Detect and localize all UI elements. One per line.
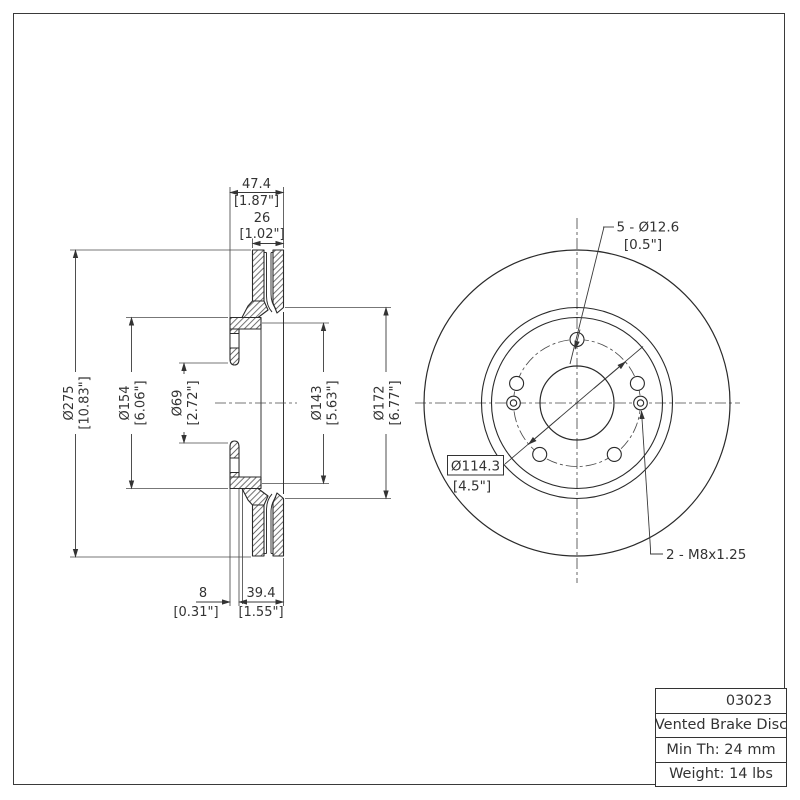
plate-hat-transition-upper: [241, 300, 269, 319]
section-dim-labels: 47.4 [1.87"] 26 [1.02"] 8 [0.31"] 39.4 […: [62, 177, 403, 620]
title-block-min-thickness: Min Th: 24 mm: [656, 737, 786, 762]
outboard-plate-upper: [251, 249, 265, 302]
title-block-weight: Weight: 14 lbs: [656, 761, 786, 787]
bcd-label-box: [447, 455, 504, 476]
title-block: 03023 Vented Brake Disc Min Th: 24 mm We…: [655, 688, 787, 787]
bcd-inch-label: [4.5"]: [453, 479, 491, 495]
front-view: 5 - Ø12.6 [0.5"] Ø114.3 [4.5"] 2 - M8x1.…: [415, 218, 746, 583]
stud-holes: [229, 333, 240, 473]
thread-holes: [506, 395, 648, 411]
outboard-plate-lower: [251, 504, 265, 557]
title-block-part-number: 03023: [725, 692, 772, 709]
inboard-plate-lower: [272, 492, 285, 557]
drawing-border: [13, 13, 785, 785]
dim-bore-mm: Ø69: [171, 390, 186, 417]
bolt-holes-inch-label: [0.5"]: [624, 237, 662, 253]
dim-thickness-mm: 26: [254, 211, 271, 226]
hat-flange-upper: [229, 316, 262, 330]
bolt-holes-label: 5 - Ø12.6: [617, 220, 680, 236]
dim-thickness-in: [1.02"]: [239, 227, 284, 242]
dim-offset-in: [1.55"]: [238, 605, 283, 620]
dim-inner-mm: Ø172: [373, 385, 388, 420]
bcd-label: Ø114.3: [451, 459, 500, 475]
plate-hat-transition-lower: [241, 487, 269, 506]
dim-width-in: [1.87"]: [234, 194, 279, 209]
dim-wall-mm: 8: [199, 586, 207, 601]
dim-bore-in: [2.72"]: [186, 380, 201, 425]
dim-od-mm: Ø275: [62, 385, 77, 420]
friction-inner-circle: [480, 306, 674, 500]
bolt-holes: [509, 331, 645, 462]
center-bore-circle: [539, 365, 615, 441]
dim-face-mm: Ø143: [310, 385, 325, 420]
dim-hat-in: [6.06"]: [134, 380, 149, 425]
dim-wall-in: [0.31"]: [173, 605, 218, 620]
dim-width-mm: 47.4: [242, 177, 271, 192]
section-extension-lines: [70, 187, 391, 606]
front-centerlines: [415, 218, 740, 583]
disc-outer-circle: [423, 249, 731, 557]
inboard-plate-upper: [272, 249, 285, 314]
thread-label: 2 - M8x1.25: [666, 547, 746, 563]
title-block-product: Vented Brake Disc: [656, 712, 786, 738]
hat-flange-lower: [229, 476, 262, 490]
section-view: 47.4 [1.87"] 26 [1.02"] 8 [0.31"] 39.4 […: [60, 177, 403, 620]
dim-od-in: [10.83"]: [78, 376, 93, 429]
dim-inner-in: [6.77"]: [388, 380, 403, 425]
dim-hat-mm: Ø154: [118, 385, 133, 420]
dim-offset-mm: 39.4: [247, 586, 276, 601]
leader-lines: [504, 226, 663, 555]
dim-text-masks: [60, 372, 402, 434]
dim-face-in: [5.63"]: [326, 380, 341, 425]
hat-circle: [490, 316, 664, 490]
